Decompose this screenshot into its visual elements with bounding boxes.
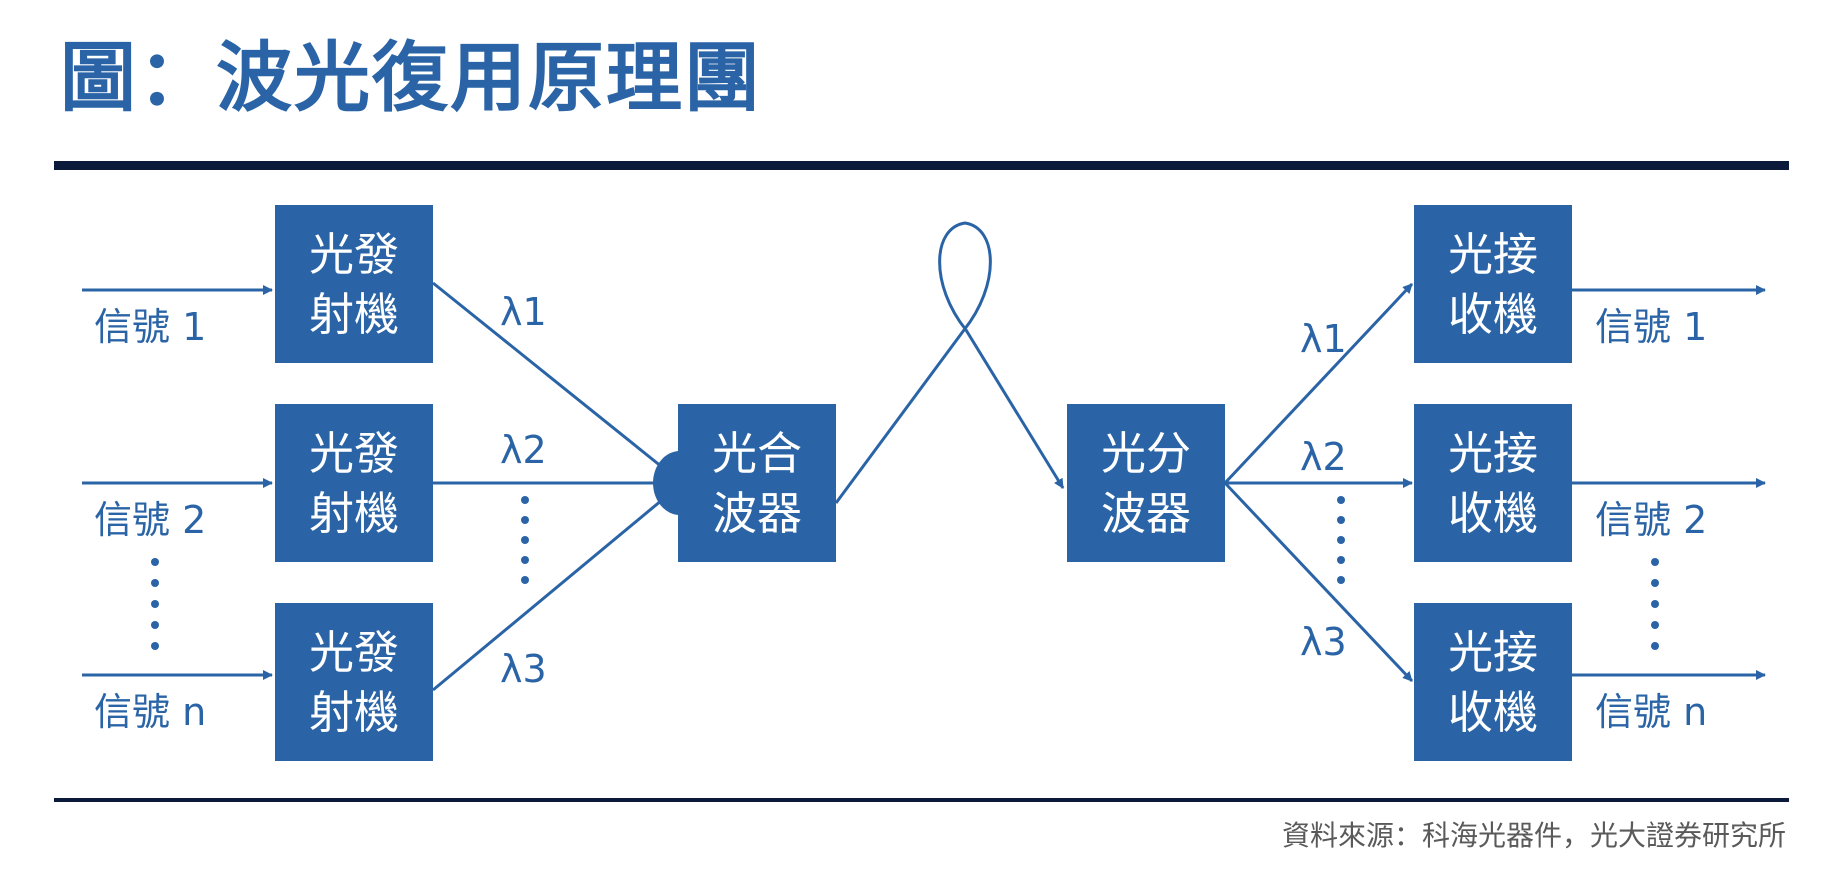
- ellipsis-dot: [521, 576, 529, 584]
- transmitter-label-line2: 射機: [309, 487, 399, 540]
- signal-label-in-2: 信號 2: [94, 498, 206, 542]
- ellipsis-dot: [151, 579, 159, 587]
- wavelength-label-tx-1: λ1: [500, 290, 547, 334]
- ellipsis-dot: [1651, 621, 1659, 629]
- wavelength-label-rx-3: λ3: [1300, 620, 1347, 664]
- wavelength-label-rx-2: λ2: [1300, 435, 1347, 479]
- transmitter-label-line1: 光發: [309, 228, 399, 281]
- demultiplexer-box: 光分 波器: [1067, 404, 1225, 562]
- lambda1-line-rx: [1223, 282, 1414, 485]
- splitter-label-line1: 光分: [1101, 427, 1191, 480]
- ellipsis-dot: [151, 600, 159, 608]
- source-note: 資料來源：科海光器件，光大證券研究所: [1281, 819, 1786, 852]
- ellipsis-dot: [1337, 556, 1345, 564]
- lambda3-line-tx: [432, 498, 663, 692]
- combiner-input-port: [653, 451, 680, 515]
- transmitter-box-2: 光發 射機: [275, 404, 433, 562]
- transmitter-box-1: 光發 射機: [275, 205, 433, 363]
- receiver-label-line1: 光接: [1448, 228, 1538, 281]
- ellipsis-dot: [521, 556, 529, 564]
- lambda1-line-tx: [432, 281, 663, 469]
- ellipsis-dot: [151, 621, 159, 629]
- combiner-label-line1: 光合: [712, 427, 802, 480]
- transmitter-box-n: 光發 射機: [275, 603, 433, 761]
- splitter-label-line2: 波器: [1101, 487, 1191, 540]
- receiver-label-line2: 收機: [1448, 487, 1538, 540]
- ellipsis-dot: [1337, 576, 1345, 584]
- transmitter-label-line1: 光發: [309, 626, 399, 679]
- ellipsis-dot: [521, 496, 529, 504]
- combiner-label-line2: 波器: [712, 487, 802, 540]
- ellipsis-dot: [1337, 536, 1345, 544]
- receiver-label-line1: 光接: [1448, 626, 1538, 679]
- receiver-box-1: 光接 收機: [1414, 205, 1572, 363]
- wavelength-label-rx-1: λ1: [1300, 317, 1347, 361]
- transmitter-label-line1: 光發: [309, 427, 399, 480]
- ellipsis-dot: [521, 516, 529, 524]
- ellipsis-dot: [151, 558, 159, 566]
- wavelength-label-tx-2: λ2: [500, 428, 547, 472]
- ellipsis-dot: [1651, 579, 1659, 587]
- diagram-title: 圖：波光復用原理團: [60, 33, 762, 122]
- ellipsis-dot: [151, 642, 159, 650]
- lambda3-line-rx: [1223, 481, 1414, 683]
- signal-label-in-1: 信號 1: [94, 305, 206, 349]
- ellipsis-dot: [1337, 516, 1345, 524]
- receiver-label-line2: 收機: [1448, 686, 1538, 739]
- top-rule: [54, 161, 1789, 170]
- optical-fiber-loop: [834, 221, 1065, 504]
- wavelength-label-tx-3: λ3: [500, 647, 547, 691]
- signal-label-in-n: 信號 n: [94, 690, 206, 734]
- signal-label-out-n: 信號 n: [1595, 690, 1707, 734]
- receiver-label-line1: 光接: [1448, 427, 1538, 480]
- receiver-box-n: 光接 收機: [1414, 603, 1572, 761]
- receiver-box-2: 光接 收機: [1414, 404, 1572, 562]
- multiplexer-box: 光合 波器: [678, 404, 836, 562]
- ellipsis-dot: [1651, 600, 1659, 608]
- bottom-rule: [54, 798, 1789, 802]
- ellipsis-dot: [1651, 558, 1659, 566]
- signal-label-out-2: 信號 2: [1595, 498, 1707, 542]
- ellipsis-dot: [521, 536, 529, 544]
- ellipsis-dot: [1651, 642, 1659, 650]
- transmitter-label-line2: 射機: [309, 686, 399, 739]
- receiver-label-line2: 收機: [1448, 288, 1538, 341]
- transmitter-label-line2: 射機: [309, 288, 399, 341]
- signal-label-out-1: 信號 1: [1595, 305, 1707, 349]
- ellipsis-dot: [1337, 496, 1345, 504]
